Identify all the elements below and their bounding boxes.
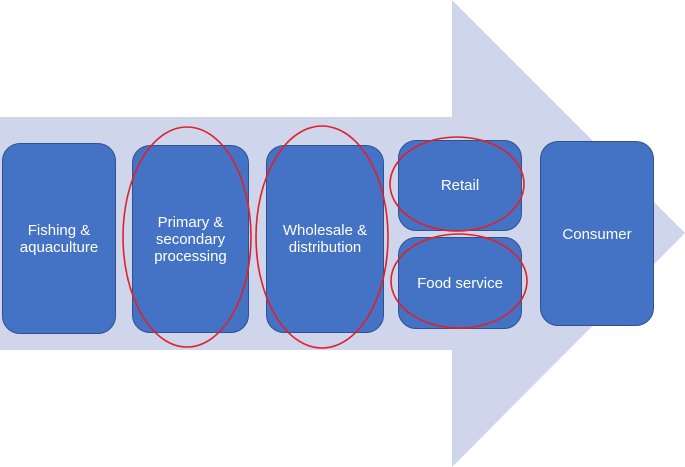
stage-food-service-label: Food service [417, 274, 503, 292]
stage-primary-secondary-processing-label: Primary & secondary processing [154, 213, 227, 265]
stage-consumer-label: Consumer [562, 226, 632, 243]
stage-retail: Retail [398, 140, 522, 231]
stage-fishing-aquaculture: Fishing & aquaculture [2, 143, 116, 334]
stage-food-service: Food service [398, 237, 522, 329]
stage-wholesale-distribution-label: Wholesale & distribution [282, 222, 368, 256]
stage-retail-label: Retail [440, 177, 480, 194]
stage-consumer: Consumer [540, 141, 654, 326]
stage-fishing-aquaculture-label: Fishing & aquaculture [19, 221, 99, 256]
stage-primary-secondary-processing: Primary & secondary processing [132, 145, 249, 333]
stage-wholesale-distribution: Wholesale & distribution [266, 145, 384, 333]
